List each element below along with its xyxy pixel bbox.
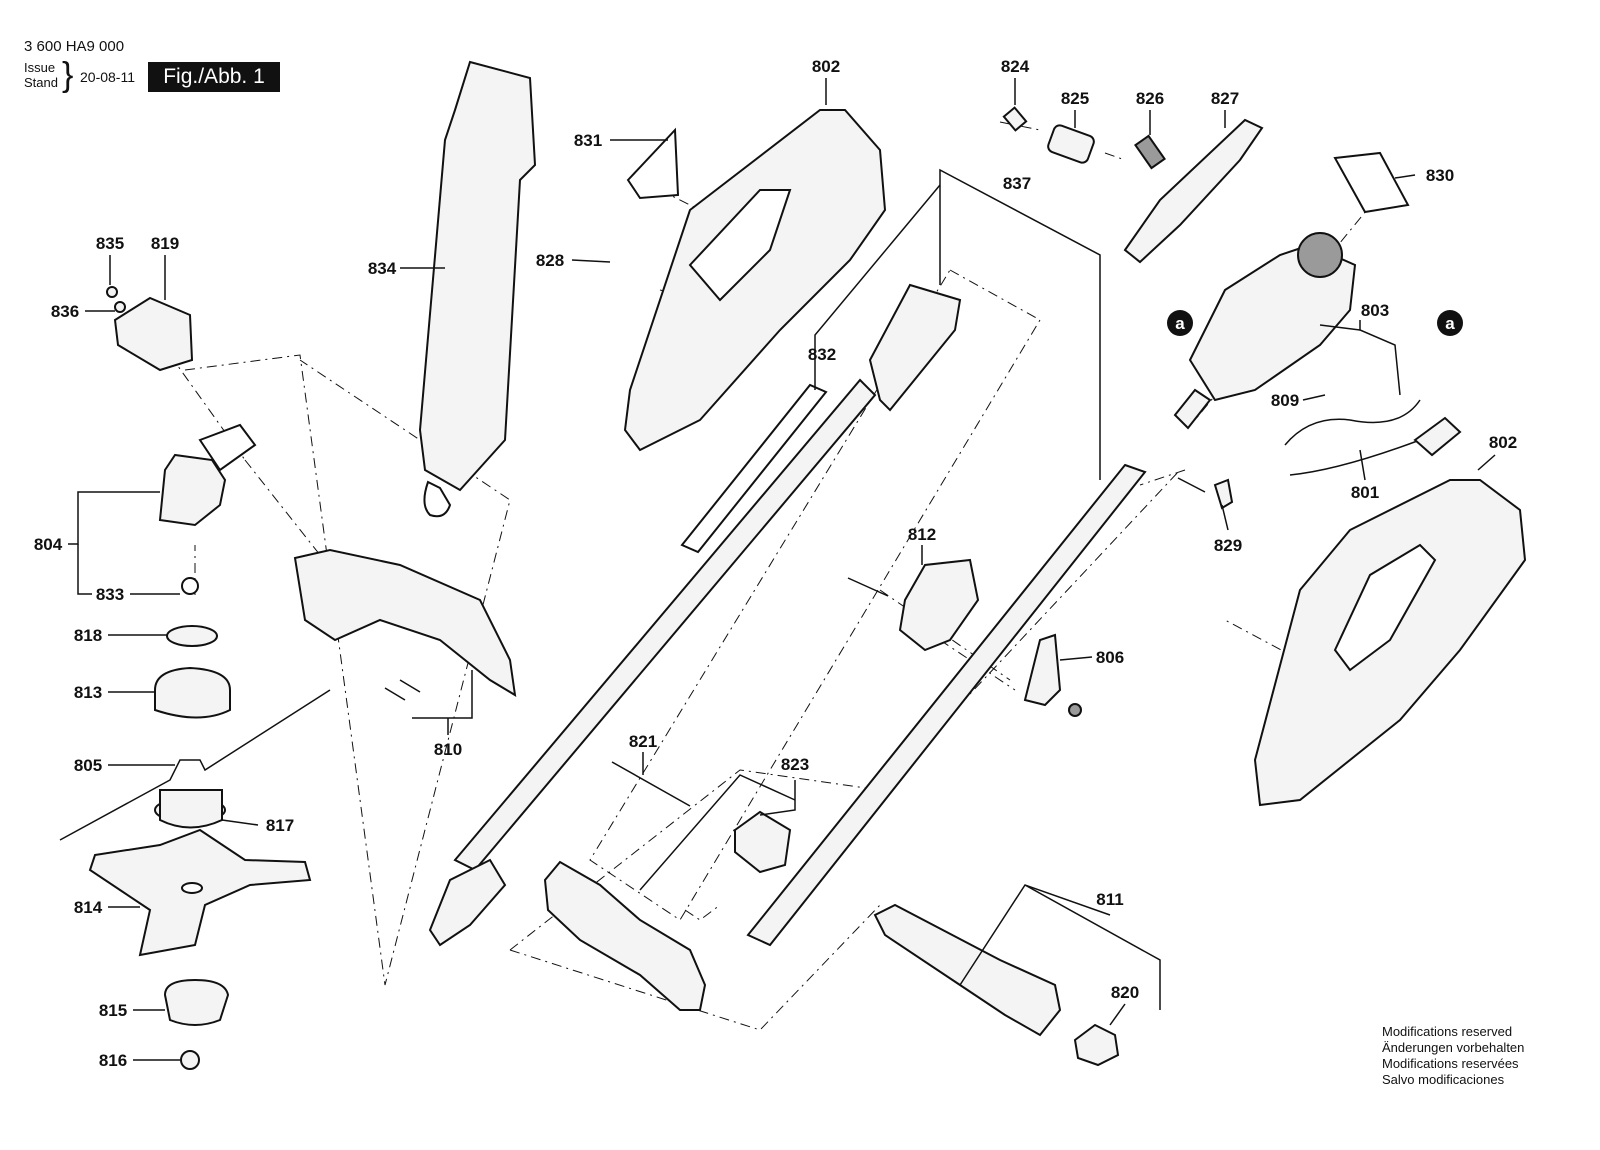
callout-marker-a-right xyxy=(1437,310,1463,336)
modifications-fr: Modifications reservées xyxy=(1382,1056,1519,1071)
part-label-801: 801 xyxy=(1351,483,1379,502)
part-label-834: 834 xyxy=(368,259,397,278)
part-label-810: 810 xyxy=(434,740,462,759)
part-label-817: 817 xyxy=(266,816,294,835)
part-label-829: 829 xyxy=(1214,536,1242,555)
part-label-821: 821 xyxy=(629,732,657,751)
part-label-816: 816 xyxy=(99,1051,127,1070)
part-label-824: 824 xyxy=(1001,57,1030,76)
part-label-814: 814 xyxy=(74,898,103,917)
part-label-825: 825 xyxy=(1061,89,1089,108)
part-label-831: 831 xyxy=(574,131,602,150)
issue-label: Issue xyxy=(24,60,56,75)
part-label-815: 815 xyxy=(99,1001,127,1020)
part-label-806: 806 xyxy=(1096,648,1124,667)
part-label-832: 832 xyxy=(808,345,836,364)
issue-date: 20-08-11 xyxy=(80,69,136,85)
part-label-828: 828 xyxy=(536,251,564,270)
callout-markers: a a xyxy=(1167,310,1463,336)
part-label-836: 836 xyxy=(51,302,79,321)
part-label-823: 823 xyxy=(781,755,809,774)
part-shapes xyxy=(59,60,1527,1070)
part-label-804: 804 xyxy=(34,535,63,554)
part-label-835: 835 xyxy=(96,234,124,253)
part-label-812: 812 xyxy=(908,525,936,544)
figure-label: Fig./Abb. 1 xyxy=(148,62,280,92)
modifications-en: Modifications reserved xyxy=(1382,1024,1513,1039)
part-label-805: 805 xyxy=(74,756,102,775)
part-label-803: 803 xyxy=(1361,301,1389,320)
issue-brace: } xyxy=(62,56,74,94)
part-label-827: 827 xyxy=(1211,89,1239,108)
modifications-es: Salvo modificaciones xyxy=(1382,1072,1505,1087)
part-label-819: 819 xyxy=(151,234,179,253)
part-label-826: 826 xyxy=(1136,89,1164,108)
callout-marker-a-right-text: a xyxy=(1445,314,1455,333)
part-label-833: 833 xyxy=(96,585,124,604)
part-label-837: 837 xyxy=(1003,174,1031,193)
modifications-notice: Modifications reserved Änderungen vorbeh… xyxy=(1382,1024,1524,1088)
callout-marker-a-left xyxy=(1167,310,1193,336)
part-label-813: 813 xyxy=(74,683,102,702)
issue-labels: Issue Stand xyxy=(24,60,58,90)
part-label-820: 820 xyxy=(1111,983,1139,1002)
part-label-811: 811 xyxy=(1096,890,1123,909)
part-label-802-top: 802 xyxy=(812,57,840,76)
callout-marker-a-left-text: a xyxy=(1175,314,1185,333)
stand-label: Stand xyxy=(24,75,58,90)
part-labels: 802 831 824 825 826 827 830 837 835 819 … xyxy=(34,57,1517,1070)
part-label-802-right: 802 xyxy=(1489,433,1517,452)
modifications-de: Änderungen vorbehalten xyxy=(1382,1040,1525,1055)
document-number: 3 600 HA9 000 xyxy=(24,38,125,55)
part-label-809: 809 xyxy=(1271,391,1299,410)
leader-lines xyxy=(68,78,1496,1061)
part-label-818: 818 xyxy=(74,626,102,645)
part-label-830: 830 xyxy=(1426,166,1454,185)
